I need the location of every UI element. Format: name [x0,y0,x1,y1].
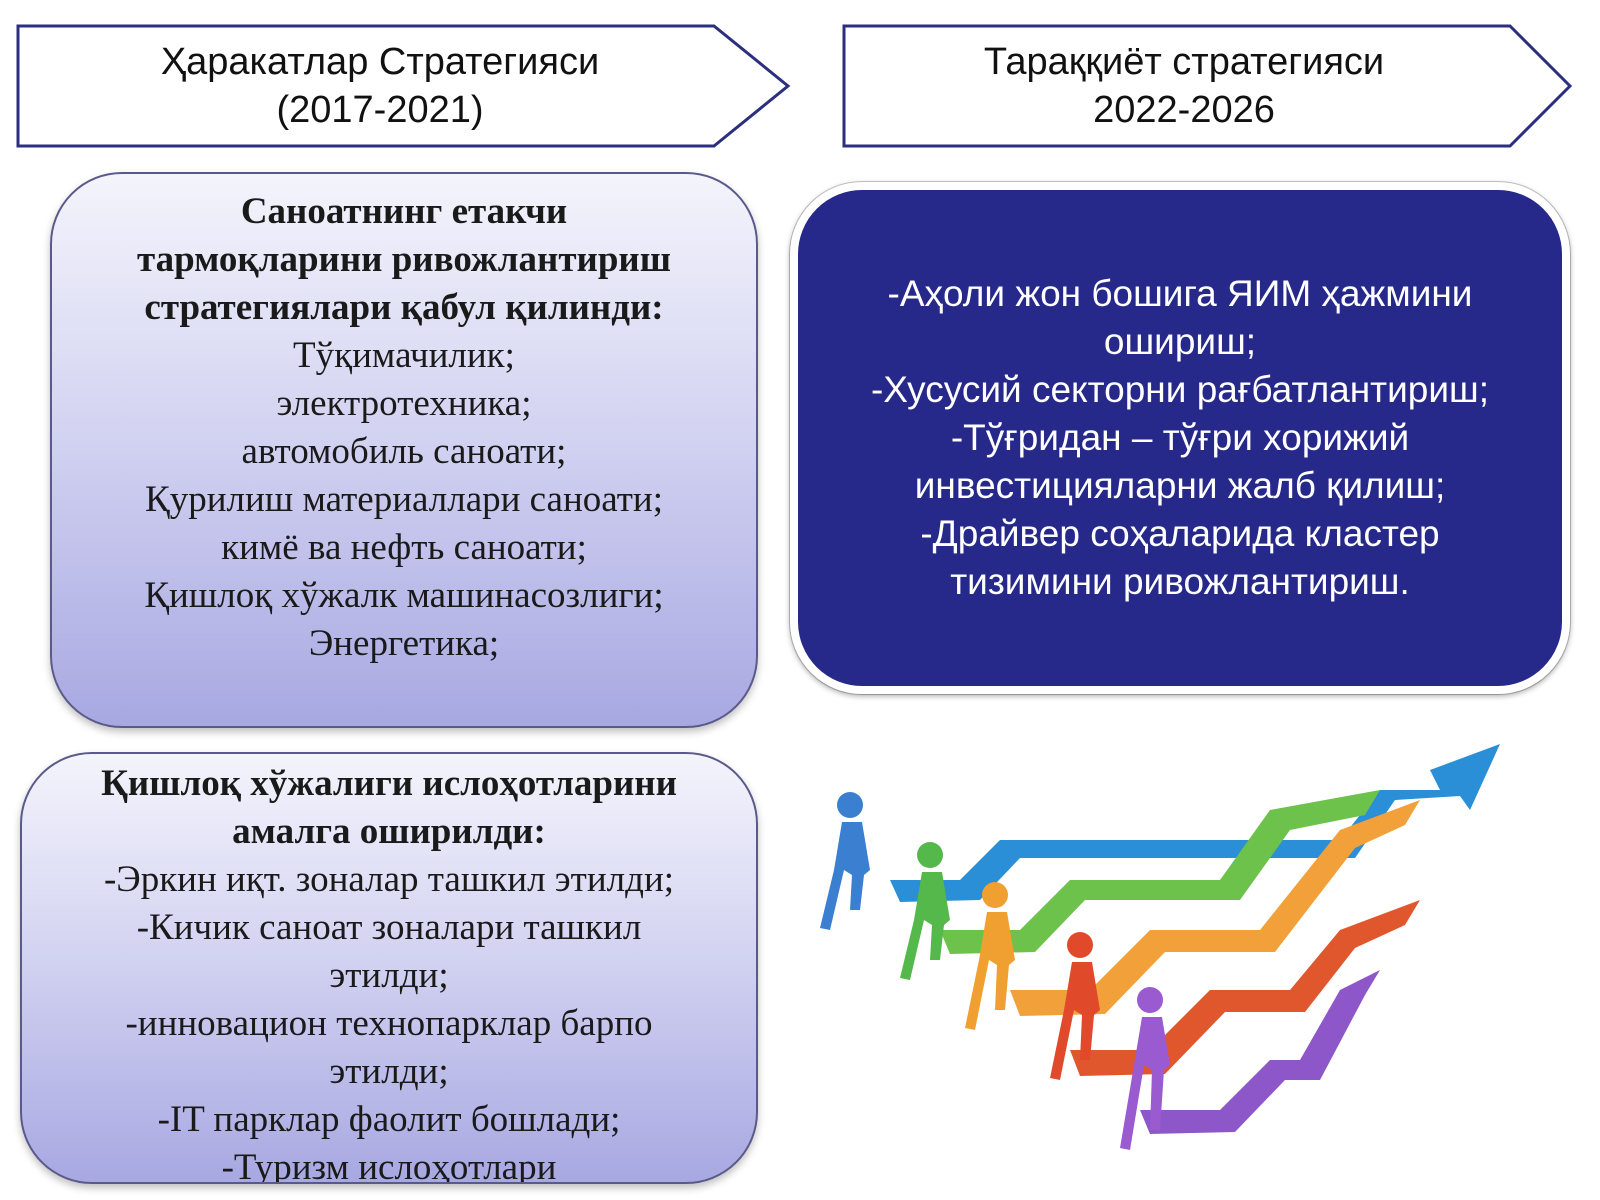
development-goals-box: -Аҳоли жон бошига ЯИМ ҳажмини ошириш; -Х… [790,182,1570,694]
box-title-line: амалга оширилди: [232,811,546,852]
agri-line: -IT парклар фаолит бошлади; [157,1099,621,1140]
header-period: (2017-2021) [276,89,484,131]
arrow-ribbon-red [1070,900,1420,1076]
person-figure-green [900,842,950,980]
agri-line: -Кичик саноат зоналари ташкил [136,907,642,948]
agri-line: -Туризм ислоҳотлари [221,1147,557,1184]
industry-item: Қурилиш материаллари саноати; [145,479,663,520]
people-climbing-arrows-illustration [820,730,1540,1190]
header-development-strategy: Тараққиёт стратегияси 2022-2026 [842,24,1573,148]
agriculture-reforms-box: Қишлоқ хўжалиги ислоҳотларини амалга оши… [20,752,758,1184]
industry-item: электротехника; [276,383,532,424]
goal-line: -Тўғридан – тўғри хорижий [950,417,1410,458]
box-title-line: Қишлоқ хўжалиги ислоҳотларини [101,763,677,804]
industry-item: Қишлоқ хўжалк машинасозлиги; [144,575,664,616]
person-figure-purple [1120,987,1170,1150]
arrow-ribbon-orange [1010,800,1420,1016]
arrow-ribbon-purple [1140,970,1380,1134]
agri-line: этилди; [329,955,449,996]
growth-arrows-icon [820,744,1500,1150]
box-title-line: стратегиялари қабул қилинди: [144,287,664,328]
chevron-arrow-shape [842,24,1573,148]
person-figure-blue [820,792,870,930]
header-period: 2022-2026 [1093,89,1275,131]
agri-line: этилди; [329,1051,449,1092]
industry-item: автомобиль саноати; [241,431,567,472]
chevron-arrow-shape [16,24,791,148]
arrow-ribbon-green [940,790,1380,954]
agri-line: -Эркин иқт. зоналар ташкил этилди; [103,859,675,900]
goal-line: ошириш; [1103,321,1257,362]
arrow-ribbon-blue [890,744,1500,902]
box-title-line: Саноатнинг етакчи [240,191,568,232]
goal-line: -Хусусий секторни рағбатлантириш; [870,369,1490,410]
industry-strategies-box: Саноатнинг етакчи тармоқларини ривожлант… [50,172,758,728]
header-actions-strategy: Ҳаракатлар Стратегияси (2017-2021) [16,24,791,148]
goal-line: -Аҳоли жон бошига ЯИМ ҳажмини [887,273,1473,314]
goal-line: -Драйвер соҳаларида кластер [920,513,1440,554]
industry-item: кимё ва нефть саноати; [221,527,587,568]
person-figure-orange [965,882,1015,1030]
header-title: Тараққиёт стратегияси [983,41,1385,83]
box-title-line: тармоқларини ривожлантириш [137,239,671,280]
goal-line: инвестицияларни жалб қилиш; [914,465,1446,506]
goal-line: тизимини ривожлантириш. [950,561,1410,602]
industry-item: Тўқимачилик; [293,335,515,376]
agri-line: -инновацион технопарклар барпо [125,1003,653,1044]
person-figure-red [1050,932,1100,1080]
industry-item: Энергетика; [308,623,500,664]
header-title: Ҳаракатлар Стратегияси [160,41,600,83]
